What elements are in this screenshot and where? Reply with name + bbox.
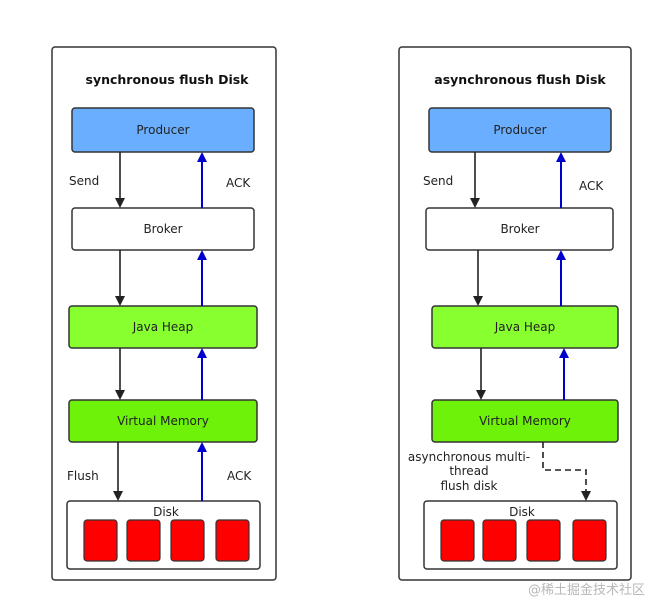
async-disk-block	[572, 519, 607, 562]
sync-heap-box	[68, 305, 258, 349]
async-heap-box	[431, 305, 619, 349]
async-disk-block	[440, 519, 475, 562]
sync-disk-block	[215, 519, 250, 562]
async-broker-box	[425, 207, 614, 251]
async-panel: asynchronous flush Disk Producer Broker …	[398, 46, 632, 581]
sync-producer-box	[71, 107, 255, 153]
async-producer-box	[428, 107, 612, 153]
async-flush-dashed-arrow	[542, 442, 591, 501]
sync-disk-block	[83, 519, 118, 562]
async-vmem-box	[431, 399, 619, 443]
async-panel-title: asynchronous flush Disk	[434, 72, 606, 87]
async-producer-label: Producer	[493, 123, 546, 137]
async-send-label: Send	[423, 174, 453, 188]
sync-panel-title: synchronous flush Disk	[86, 72, 250, 87]
async-heap-label: Java Heap	[494, 320, 556, 334]
async-disk-block	[482, 519, 517, 562]
async-broker-label: Broker	[500, 222, 539, 236]
sync-heap-label: Java Heap	[132, 320, 194, 334]
sync-flush-label: Flush	[67, 469, 99, 483]
async-disk-block	[526, 519, 561, 562]
sync-disk-block	[170, 519, 205, 562]
sync-producer-label: Producer	[136, 123, 189, 137]
async-ack-top-label: ACK	[579, 179, 604, 193]
async-vmem-label: Virtual Memory	[479, 414, 571, 428]
sync-vmem-box	[68, 399, 258, 443]
async-disk-label: Disk	[509, 505, 535, 519]
sync-vmem-label: Virtual Memory	[117, 414, 209, 428]
sync-send-label: Send	[69, 174, 99, 188]
sync-panel: synchronous flush Disk Producer Broker J…	[51, 46, 277, 581]
sync-broker-box	[71, 207, 255, 251]
sync-ack-bottom-label: ACK	[227, 469, 252, 483]
async-note-line1: asynchronous multi-	[408, 450, 530, 464]
sync-broker-label: Broker	[143, 222, 182, 236]
sync-disk-block	[126, 519, 161, 562]
sync-disk-label: Disk	[153, 505, 179, 519]
watermark: @稀土掘金技术社区	[528, 582, 645, 598]
sync-ack-top-label: ACK	[226, 176, 251, 190]
async-note-line3: flush disk	[441, 479, 498, 493]
async-note-line2: thread	[449, 464, 488, 478]
